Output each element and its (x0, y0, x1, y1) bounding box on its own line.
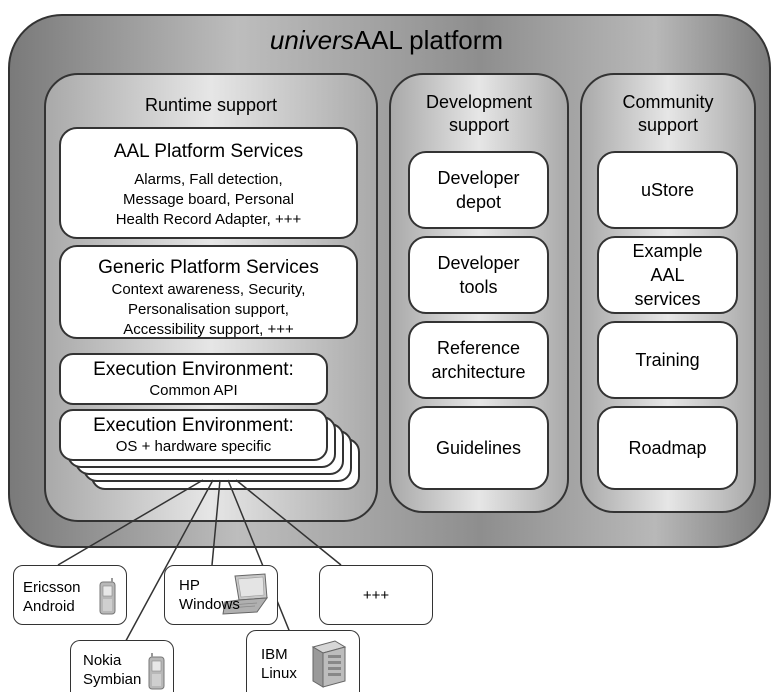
box-line: depot (455, 192, 502, 212)
mobile-phone-icon (148, 653, 165, 690)
execution-os-subtitle: OS + hardware specific (115, 438, 272, 455)
heading-line: Community (622, 92, 714, 112)
box-line: tools (459, 277, 498, 297)
mobile-phone-icon (99, 578, 116, 615)
roadmap-box: Roadmap (597, 406, 738, 490)
device-label-line: Linux (261, 665, 297, 682)
device-label: +++ (362, 586, 390, 604)
device-ericsson-android: Ericsson Android (13, 565, 127, 625)
generic-services-line: Personalisation support, (128, 301, 289, 318)
execution-common-subtitle: Common API (149, 382, 238, 399)
execution-environment-common-box: Execution Environment: Common API (59, 353, 328, 405)
aal-services-line: Alarms, Fall detection, (134, 171, 283, 188)
device-label-line: Android (23, 598, 75, 615)
development-support-heading: Development support (389, 91, 569, 137)
ustore-box: uStore (597, 151, 738, 229)
box-line: Training (635, 350, 700, 370)
box-line: AAL (650, 265, 685, 285)
connector-hp (211, 479, 221, 566)
device-label-line: IBM (261, 646, 288, 663)
developer-tools-box: Developer tools (408, 236, 549, 314)
heading-line: support (448, 115, 510, 135)
box-line: Reference (436, 338, 521, 358)
developer-depot-box: Developer depot (408, 151, 549, 229)
connector-nokia (121, 479, 214, 649)
aal-platform-services-box: AAL Platform Services Alarms, Fall detec… (59, 127, 358, 239)
connector-more (235, 479, 342, 566)
execution-common-title: Execution Environment: (93, 359, 294, 380)
generic-platform-services-list: Context awareness, Security, Personalisa… (61, 280, 356, 340)
runtime-support-heading: Runtime support (144, 95, 278, 115)
generic-services-line: Accessibility support, +++ (123, 321, 294, 338)
device-label-line: Symbian (83, 671, 142, 688)
laptop-icon (222, 573, 269, 615)
platform-title: universAAL platform (269, 25, 504, 55)
box-line: Roadmap (628, 438, 707, 458)
guidelines-box: Guidelines (408, 406, 549, 490)
heading-line: Development (425, 92, 533, 112)
connector-ericsson (57, 479, 204, 566)
box-line: services (634, 289, 701, 309)
device-label: HP Windows (179, 576, 240, 614)
device-nokia-symbian: Nokia Symbian (70, 640, 174, 692)
device-more: +++ (319, 565, 433, 625)
box-line: architecture (431, 362, 526, 382)
device-label-line: Ericsson (23, 579, 81, 596)
aal-services-line: Message board, Personal (123, 191, 294, 208)
generic-platform-services-box: Generic Platform Services Context awaren… (59, 245, 358, 339)
device-label-line: Nokia (83, 652, 122, 669)
device-label-line: HP (179, 577, 200, 594)
connector-ibm (227, 479, 294, 641)
training-box: Training (597, 321, 738, 399)
generic-platform-services-title: Generic Platform Services (98, 257, 319, 278)
box-line: Developer (437, 253, 520, 273)
community-support-heading: Community support (580, 91, 756, 137)
device-hp-windows: HP Windows (164, 565, 278, 625)
device-label: IBM Linux (261, 645, 297, 683)
aal-platform-services-list: Alarms, Fall detection, Message board, P… (61, 170, 356, 230)
device-label: Ericsson Android (23, 578, 81, 616)
reference-architecture-box: Reference architecture (408, 321, 549, 399)
server-tower-icon (311, 640, 347, 688)
heading-line: support (637, 115, 699, 135)
box-line: Guidelines (435, 438, 522, 458)
execution-environment-os-box: Execution Environment: OS + hardware spe… (59, 409, 328, 461)
generic-services-line: Context awareness, Security, (111, 281, 306, 298)
device-label: Nokia Symbian (83, 651, 141, 689)
aal-services-line: Health Record Adapter, +++ (115, 211, 302, 228)
box-line: uStore (640, 180, 695, 200)
box-line: Example (632, 241, 703, 261)
box-line: Developer (437, 168, 520, 188)
execution-os-title: Execution Environment: (93, 415, 294, 436)
device-label-line: Windows (179, 596, 240, 613)
device-ibm-linux: IBM Linux (246, 630, 360, 692)
aal-platform-services-title: AAL Platform Services (113, 141, 304, 162)
